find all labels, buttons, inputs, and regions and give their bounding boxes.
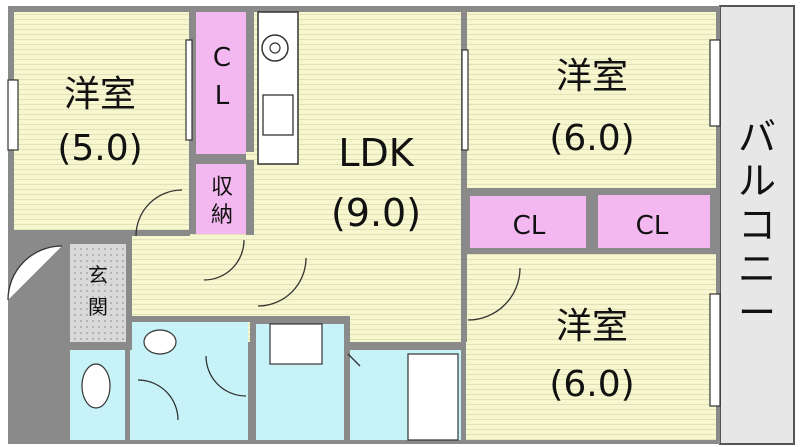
washing-machine-pan xyxy=(269,323,323,365)
closet-top-label-l: L xyxy=(215,81,230,111)
entrance-label-2: 関 xyxy=(88,295,108,319)
storage-label-2: 納 xyxy=(211,203,233,228)
toilet xyxy=(81,363,111,409)
entrance-label-1: 玄 xyxy=(88,263,108,287)
closet-middle xyxy=(470,196,586,250)
closet-top xyxy=(196,12,246,154)
wash-basin xyxy=(143,329,177,355)
doors xyxy=(7,189,521,421)
closet-top-label-c: C xyxy=(213,43,231,73)
balcony-label-char: ニ xyxy=(738,247,776,291)
western-room-2-label: 洋室 xyxy=(556,56,628,97)
bathtub xyxy=(407,353,459,441)
balcony-label-char: バ xyxy=(738,115,776,159)
stove-burner xyxy=(261,34,289,62)
sink xyxy=(262,94,294,136)
ldk-lower-floor xyxy=(400,190,466,342)
western-room-2-floor xyxy=(466,12,716,190)
entrance-floor xyxy=(70,244,126,344)
storage-closet xyxy=(196,164,246,234)
kitchen-counter xyxy=(257,11,299,165)
western-room-1-label: 洋室 xyxy=(64,74,136,115)
balcony-label: バ ル コ ニ ー xyxy=(738,115,776,335)
closet-right xyxy=(598,194,710,248)
storage-label-1: 収 xyxy=(211,175,233,200)
ldk-size: (9.0) xyxy=(331,191,421,235)
balcony-area xyxy=(719,5,795,445)
balcony-label-char: ル xyxy=(738,159,776,203)
fixtures xyxy=(81,323,459,441)
closet-right-label: CL xyxy=(636,211,669,241)
western-room-1-size: (5.0) xyxy=(57,128,142,169)
western-room-2-size: (6.0) xyxy=(549,118,634,159)
western-room-3-size: (6.0) xyxy=(549,364,634,405)
western-room-3-floor xyxy=(466,252,716,440)
balcony-label-char: コ xyxy=(738,203,776,247)
closet-middle-label: CL xyxy=(513,211,546,241)
balcony-label-char: ー xyxy=(738,291,776,335)
ldk-label: LDK xyxy=(338,131,414,175)
western-room-3-label: 洋室 xyxy=(556,306,628,347)
windows xyxy=(7,39,721,407)
